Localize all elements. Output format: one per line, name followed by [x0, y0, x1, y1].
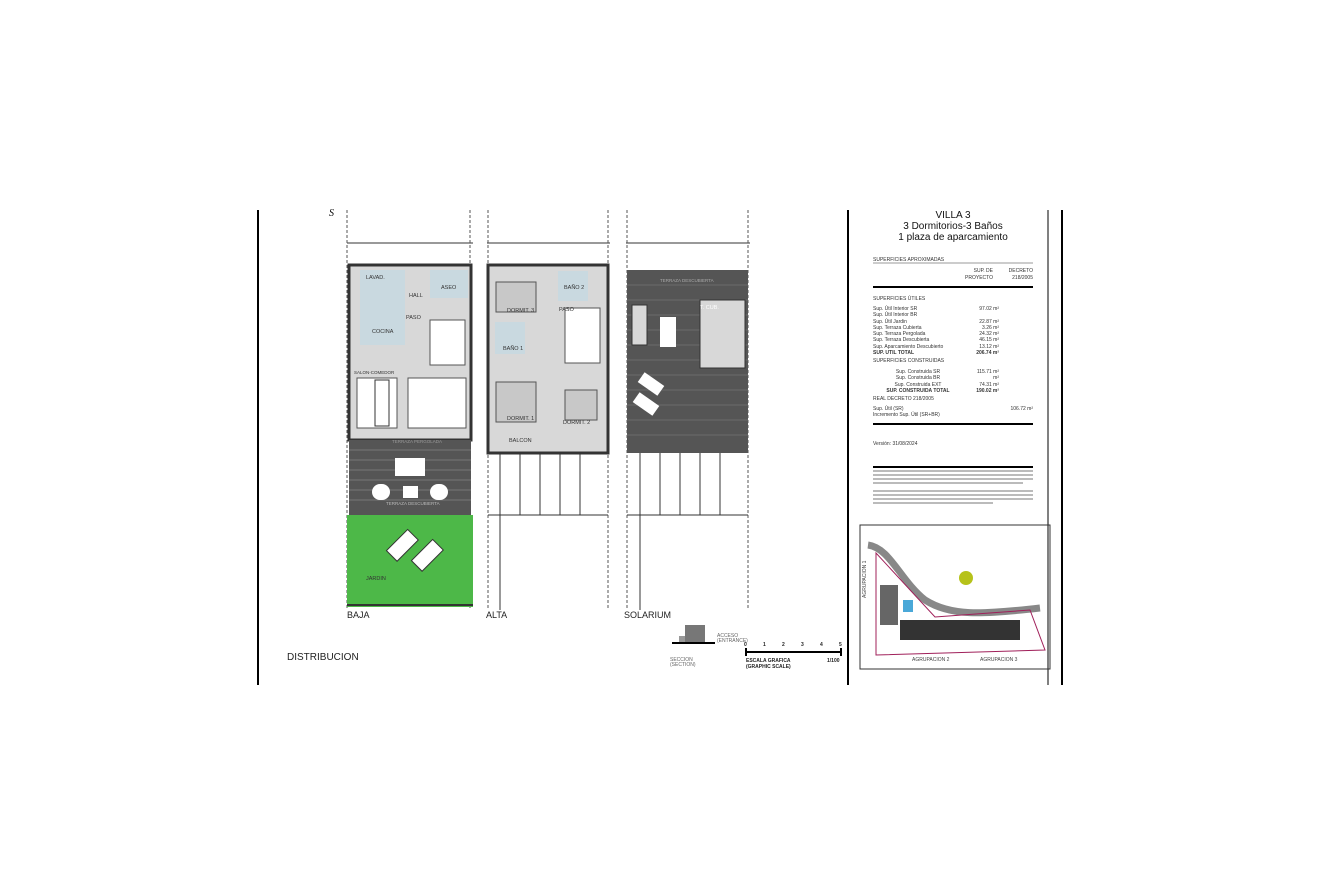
util-total-value: 206.74 m² [976, 350, 999, 357]
room-label: PASO [559, 307, 574, 313]
villa-subtitle-bedrooms: 3 Dormitorios-3 Baños [903, 221, 1003, 232]
row-label: Sup. Construida EXT [894, 381, 942, 388]
row-label: Incremento Sup. Útil (SR+BR) [873, 412, 940, 419]
corner-mark: S [329, 208, 334, 219]
site-label: AGRUPACION 3 [980, 657, 1018, 663]
villa-header: VILLA 3 3 Dormitorios-3 Baños 1 plaza de… [873, 210, 1033, 243]
room-label: SALON-COMEDOR [354, 370, 395, 375]
row-value: 97.02 m² [979, 306, 999, 312]
scale-tick: 4 [820, 642, 823, 648]
sheet-title: DISTRIBUCION [287, 652, 359, 663]
row-label: Sup. Construida BR [895, 375, 941, 382]
row-label: Sup. Terraza Descubierta [873, 337, 930, 344]
row-label: Sup. Terraza Pergolada [873, 331, 926, 338]
room-label: TERRAZA DESCUBIERTA [386, 501, 440, 506]
room-label: JARDIN [366, 576, 386, 582]
row-value [983, 412, 1033, 418]
plan-label-solarium: SOLARIUM [624, 610, 672, 620]
row-value: 106.72 m² [1010, 406, 1033, 412]
row-label: Sup. Útil (SR) [873, 406, 904, 412]
room-label: LAVAD. [366, 275, 385, 281]
row-label: Sup. Útil Jardin [873, 318, 907, 325]
plan-label-baja: BAJA [347, 610, 370, 620]
section-label: SECCION [670, 657, 693, 663]
room-label: TERRAZA PERGOLADA [392, 439, 443, 444]
plan-alta [486, 210, 610, 610]
scale-label: ESCALA GRAFICA [746, 658, 791, 664]
room-label: T. CUB. [700, 305, 719, 311]
row-value: 3.26 m² [982, 324, 999, 331]
scale-tick: 1 [763, 642, 766, 648]
villa-subtitle-parking: 1 plaza de aparcamiento [898, 232, 1008, 243]
disclaimer-text [873, 470, 1033, 504]
plan-baja [346, 210, 473, 610]
row-value: 24.32 m² [979, 331, 999, 338]
row-label: Sup. Construida SR [895, 369, 941, 375]
row-value: 46.15 m² [979, 337, 999, 344]
row-value: 115.71 m² [976, 369, 999, 375]
room-label: DORMIT. 2 [563, 420, 591, 426]
version-text: Versión: 31/08/2024 [873, 441, 918, 447]
row-value: 74.31 m² [979, 381, 999, 388]
section-label-en: (SECTION) [670, 662, 696, 668]
site-label: AGRUPACION 2 [912, 657, 950, 663]
decreto-heading: REAL DECRETO 218/2005 [873, 396, 934, 402]
villa-title: VILLA 3 [935, 210, 971, 221]
room-label: HALL [409, 293, 423, 299]
plan-label-alta: ALTA [486, 610, 508, 620]
room-label: BAÑO 2 [564, 285, 585, 291]
room-label: COCINA [372, 329, 394, 335]
row-value: 13.12 m² [979, 343, 999, 350]
construidas-table: Sup. Construida SR 115.71 m² Sup. Constru… [873, 369, 999, 394]
construida-total-value: 190.02 m² [976, 387, 999, 394]
construidas-heading: SUPERFICIES CONSTRUIDAS [873, 358, 945, 364]
room-label: BALCON [509, 438, 532, 444]
col-text: DECRETO [1008, 268, 1033, 274]
plan-solarium [626, 210, 750, 610]
section-diagram [672, 625, 715, 644]
utiles-table: Sup. Útil Interior SR 97.02 m² Sup. Útil … [873, 306, 999, 356]
row-label: Sup. Terraza Cubierta [873, 324, 922, 331]
scale-tick: 3 [801, 642, 804, 648]
scale-tick: 0 [744, 642, 747, 648]
site-plan [859, 524, 1051, 670]
access-label: ACCESO [717, 633, 739, 639]
scale-tick: 2 [782, 642, 785, 648]
section-heading: SUPERFICIES APROXIMADAS [873, 257, 945, 263]
room-label: DORMIT. 1 [507, 416, 535, 422]
decreto-table: Sup. Útil (SR) 106.72 m² Incremento Sup. … [873, 406, 1033, 419]
room-label: TERRAZA DESCUBIERTA [660, 278, 714, 283]
util-total-label: SUP. UTIL TOTAL [873, 350, 915, 357]
scale-tick: 5 [839, 642, 842, 648]
col-text: SUP. DE [973, 268, 993, 274]
access-label-en: (ENTRANCE) [717, 638, 748, 644]
row-value: m² [993, 375, 999, 382]
room-label: BAÑO 1 [503, 346, 524, 352]
site-label: AGRUPACION 1 [862, 560, 868, 598]
row-label: Sup. Aparcamiento Descubierto [873, 343, 944, 350]
construida-total-label: SUP. CONSTRUIDA TOTAL [886, 387, 950, 394]
graphic-scale [745, 648, 842, 656]
utiles-heading: SUPERFICIES ÚTILES [873, 296, 926, 302]
row-label: Sup. Útil Interior SR [873, 306, 918, 312]
col-text: 218/2005 [1012, 275, 1033, 281]
room-label: ASEO [441, 285, 457, 291]
scale-ratio: 1/100 [827, 658, 840, 664]
scale-label-en: (GRAPHIC SCALE) [746, 664, 791, 670]
row-label: Sup. Útil Interior BR [873, 312, 918, 319]
room-label: PASO [406, 315, 421, 321]
row-value: 22.87 m² [979, 318, 999, 325]
room-label: DORMIT. 3 [507, 308, 535, 314]
col-text: PROYECTO [965, 275, 993, 281]
